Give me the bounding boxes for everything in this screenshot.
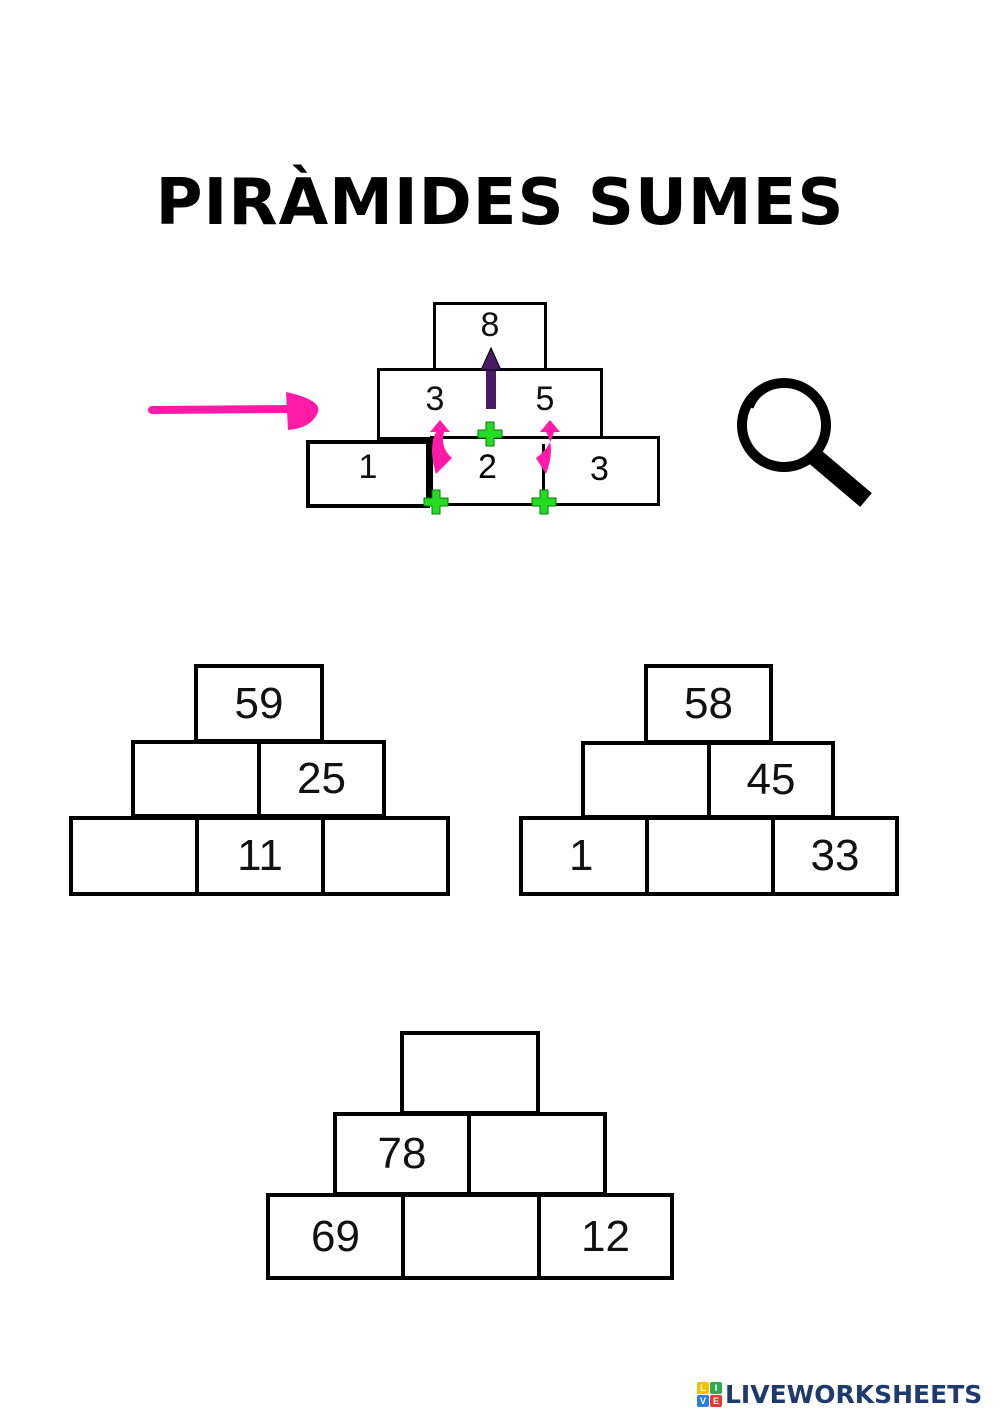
example-top-cell: 8 xyxy=(433,302,547,372)
pyramid-2-middle-right-value: 45 xyxy=(746,755,796,804)
pyramid-2-top: 58 xyxy=(644,664,773,744)
pyramid-2-bottom-middle[interactable] xyxy=(645,816,775,896)
pyramid-3-middle-right[interactable] xyxy=(467,1112,607,1196)
liveworksheets-logo: L I V E LIVEWORKSHEETS xyxy=(697,1380,982,1409)
live-logo-icon: L I V E xyxy=(697,1382,722,1407)
pyramid-2-bottom-right-value: 33 xyxy=(810,831,860,880)
magnifier-icon xyxy=(737,378,872,507)
logo-letter-v: V xyxy=(697,1395,709,1407)
pyramid-1-bottom-left[interactable] xyxy=(69,816,199,896)
pointer-arrow-icon xyxy=(148,392,319,430)
pyramid-1-bottom-left-input[interactable] xyxy=(73,819,195,893)
example-top-value: 8 xyxy=(480,305,500,344)
example-annotations xyxy=(148,346,872,515)
example-bottom-middle: 2 xyxy=(478,448,497,486)
pyramid-1-middle-left-input[interactable] xyxy=(135,743,257,815)
pyramid-2-bottom-left-value: 1 xyxy=(569,831,594,880)
pyramid-3-bottom-left: 69 xyxy=(266,1193,405,1280)
pyramid-1-top: 59 xyxy=(194,664,324,743)
pyramid-2-middle-left-input[interactable] xyxy=(585,744,707,816)
pyramid-3-top[interactable] xyxy=(400,1031,540,1115)
logo-letter-e: E xyxy=(710,1395,722,1407)
pyramid-2-middle-left[interactable] xyxy=(581,741,711,819)
pyramid-3-bottom-middle-input[interactable] xyxy=(405,1196,537,1277)
page-title: PIRÀMIDES SUMES xyxy=(155,166,845,240)
pyramid-1-top-value: 59 xyxy=(234,678,284,728)
pyramid-1-middle-left[interactable] xyxy=(131,740,261,818)
curved-arrow-icon xyxy=(430,420,560,474)
pyramid-1-bottom-right[interactable] xyxy=(321,816,450,896)
pyramid-1-bottom-middle-value: 11 xyxy=(237,831,283,880)
logo-letter-i: I xyxy=(710,1382,722,1394)
example-bottom-left-cell: 1 xyxy=(306,440,430,508)
brand-name: LIVEWORKSHEETS xyxy=(725,1380,983,1409)
pyramid-3-bottom-right-value: 12 xyxy=(581,1211,630,1261)
pyramid-2-middle-right: 45 xyxy=(707,741,835,819)
plus-icon xyxy=(423,421,557,515)
example-middle-left: 3 xyxy=(425,379,445,418)
example-middle-right: 5 xyxy=(535,379,555,418)
pyramid-1-middle-right-value: 25 xyxy=(297,754,346,803)
pyramid-3-bottom-right: 12 xyxy=(537,1193,674,1280)
pyramid-3-top-input[interactable] xyxy=(404,1034,536,1112)
pyramid-3-middle-right-input[interactable] xyxy=(471,1115,603,1193)
pyramid-2-bottom-left: 1 xyxy=(519,816,649,896)
pyramid-2-bottom-right: 33 xyxy=(771,816,899,896)
example-bottom-right: 3 xyxy=(590,450,609,488)
pyramid-3-bottom-left-value: 69 xyxy=(311,1211,360,1261)
pyramid-1-middle-right: 25 xyxy=(257,740,386,818)
up-arrow-icon xyxy=(480,346,502,409)
pyramid-3-middle-left: 78 xyxy=(333,1112,471,1196)
pyramid-3-bottom-middle[interactable] xyxy=(401,1193,541,1280)
logo-letter-l: L xyxy=(697,1382,709,1394)
example-bottom-left: 1 xyxy=(358,447,378,486)
pyramid-2-bottom-middle-input[interactable] xyxy=(649,819,771,893)
pyramid-1-bottom-middle: 11 xyxy=(195,816,325,896)
pyramid-2-top-value: 58 xyxy=(684,679,733,728)
pyramid-3-middle-left-value: 78 xyxy=(377,1129,427,1178)
pyramid-1-bottom-right-input[interactable] xyxy=(325,819,446,893)
